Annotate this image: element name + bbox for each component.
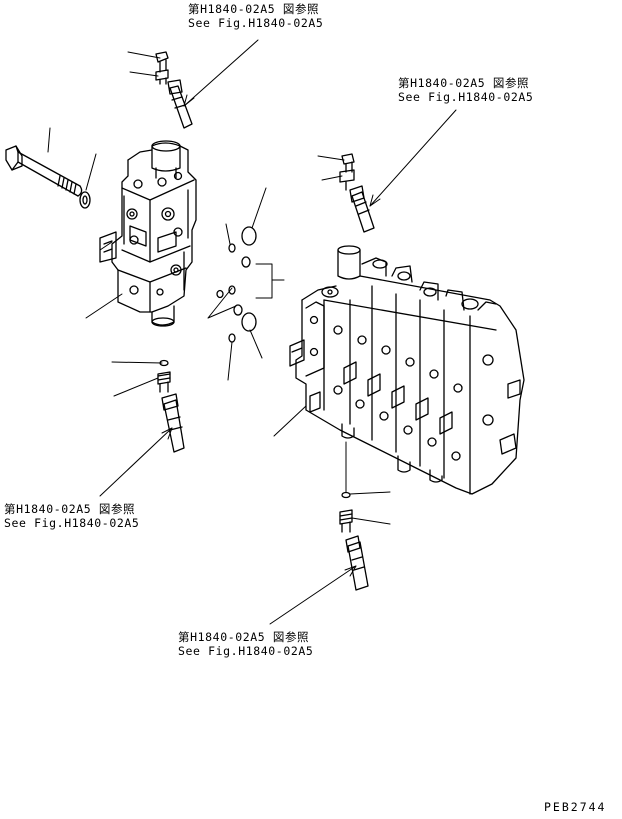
reference-right-jp: 第H1840-02A5 図参照 xyxy=(398,76,530,90)
main-control-valve xyxy=(289,245,525,495)
leader-ref-left xyxy=(99,427,173,497)
reference-left-jp: 第H1840-02A5 図参照 xyxy=(4,502,136,516)
reference-left-en: See Fig.H1840-02A5 xyxy=(4,516,140,530)
pipe-lower-left xyxy=(161,393,185,453)
drawing-code: PEB2744 xyxy=(544,800,607,814)
pipe-lower-right xyxy=(345,535,369,591)
fitting-lower-left xyxy=(157,371,171,393)
washer xyxy=(79,191,91,209)
reference-right-en: See Fig.H1840-02A5 xyxy=(398,90,534,104)
o-rings xyxy=(216,226,257,343)
reference-top: 第H1840-02A5 図参照 See Fig.H1840-02A5 xyxy=(188,2,323,30)
o-ring-lower-right xyxy=(341,491,351,499)
leader-lines xyxy=(47,39,457,625)
leader-ref-top xyxy=(183,39,259,107)
leader-ref-right xyxy=(369,109,457,207)
tie-bolt xyxy=(5,145,83,197)
reference-left: 第H1840-02A5 図参照 See Fig.H1840-02A5 xyxy=(4,502,139,530)
reference-bottom-jp: 第H1840-02A5 図参照 xyxy=(178,630,310,644)
reference-right: 第H1840-02A5 図参照 See Fig.H1840-02A5 xyxy=(398,76,533,104)
reference-top-en: See Fig.H1840-02A5 xyxy=(188,16,324,30)
pipe-upper-left xyxy=(167,79,193,129)
pipe-upper-right xyxy=(349,185,375,233)
section-valve-left xyxy=(99,140,197,327)
leader-ref-bottom xyxy=(269,565,357,625)
reference-bottom-en: See Fig.H1840-02A5 xyxy=(178,644,314,658)
fitting-upper-right xyxy=(339,153,355,191)
fitting-lower-right xyxy=(339,509,353,533)
reference-top-jp: 第H1840-02A5 図参照 xyxy=(188,2,320,16)
reference-bottom: 第H1840-02A5 図参照 See Fig.H1840-02A5 xyxy=(178,630,313,658)
fitting-upper-left xyxy=(155,51,169,85)
